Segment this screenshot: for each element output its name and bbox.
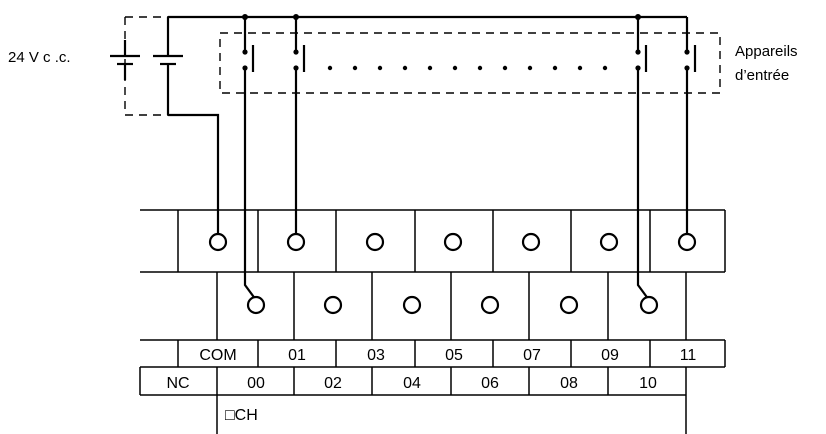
terminal-label: 06 [481, 375, 499, 392]
terminal-screw-10 [639, 295, 659, 315]
terminal-label: 03 [367, 347, 385, 364]
terminal-screw-04 [402, 295, 422, 315]
input-devices [168, 14, 721, 94]
supply-enclosure [124, 16, 168, 116]
terminal-screw-02 [323, 295, 343, 315]
terminal-screw-01 [286, 232, 306, 252]
lower-terminal-labels: NC 00 02 04 06 08 10 [166, 375, 657, 392]
terminal-label: 05 [445, 347, 463, 364]
input-devices-label-line2: d’entrée [735, 67, 789, 84]
supply-label: 24 V c .c. [8, 49, 71, 66]
terminal-label: COM [199, 347, 236, 364]
terminal-screw-08 [559, 295, 579, 315]
switch-contact [635, 45, 648, 72]
wire-00 [243, 70, 257, 301]
terminal-label: 02 [324, 375, 342, 392]
upper-terminal-labels: COM 01 03 05 07 09 11 [199, 347, 696, 364]
terminal-screw-05 [443, 232, 463, 252]
terminal-label: 07 [523, 347, 541, 364]
terminal-label: 00 [247, 375, 265, 392]
com-wire [168, 113, 220, 240]
terminal-block [139, 209, 726, 434]
terminal-label: 08 [560, 375, 578, 392]
terminal-screw-07 [521, 232, 541, 252]
switch-contact [684, 45, 697, 72]
terminal-label: NC [166, 375, 189, 392]
terminal-screw-03 [365, 232, 385, 252]
wire-10 [636, 70, 650, 301]
terminal-label: 10 [639, 375, 657, 392]
terminal-screw-00 [246, 295, 266, 315]
terminal-label: 01 [288, 347, 306, 364]
switch-contact [242, 45, 255, 72]
ellipsis-dots [327, 65, 608, 71]
switch-contact [293, 45, 306, 72]
terminal-screw-11 [677, 232, 697, 252]
terminal-label: 04 [403, 375, 421, 392]
terminal-screw-06 [480, 295, 500, 315]
terminal-label: 09 [601, 347, 619, 364]
terminal-screw-com [208, 232, 228, 252]
dc-power-supply [110, 16, 183, 116]
terminal-screw-09 [599, 232, 619, 252]
channel-label: □CH [225, 407, 258, 424]
terminal-label: 11 [680, 347, 697, 364]
input-devices-label-line1: Appareils [735, 43, 798, 60]
terminal-wires [168, 70, 689, 301]
